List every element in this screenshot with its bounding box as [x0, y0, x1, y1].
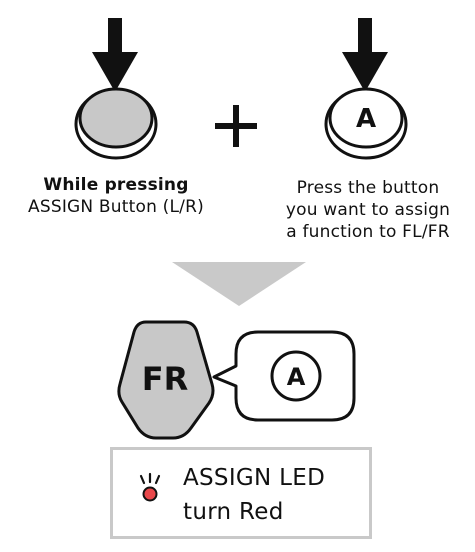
led-red-icon	[139, 472, 161, 502]
assign-caption-text: ASSIGN Button (L/R)	[28, 197, 204, 217]
target-caption-line-2: you want to assign	[285, 200, 451, 220]
led-status-line-1: ASSIGN LED	[183, 465, 326, 491]
paddle-label: FR	[142, 360, 189, 398]
led-status-line-2: turn Red	[183, 499, 284, 525]
target-caption-line-3: a function to FL/FR	[286, 222, 450, 242]
led-status-box: ASSIGN LED turn Red	[110, 447, 372, 539]
led-status-text: ASSIGN LED turn Red	[183, 461, 325, 529]
target-caption-line-1: Press the button	[296, 178, 440, 198]
a-button-label: A	[356, 104, 376, 134]
assign-caption-bold: While pressing	[43, 175, 189, 195]
assigned-button-label: A	[287, 363, 306, 391]
target-button-caption: Press the button you want to assign a fu…	[258, 177, 475, 243]
assign-button-caption: While pressing ASSIGN Button (L/R)	[0, 174, 232, 218]
